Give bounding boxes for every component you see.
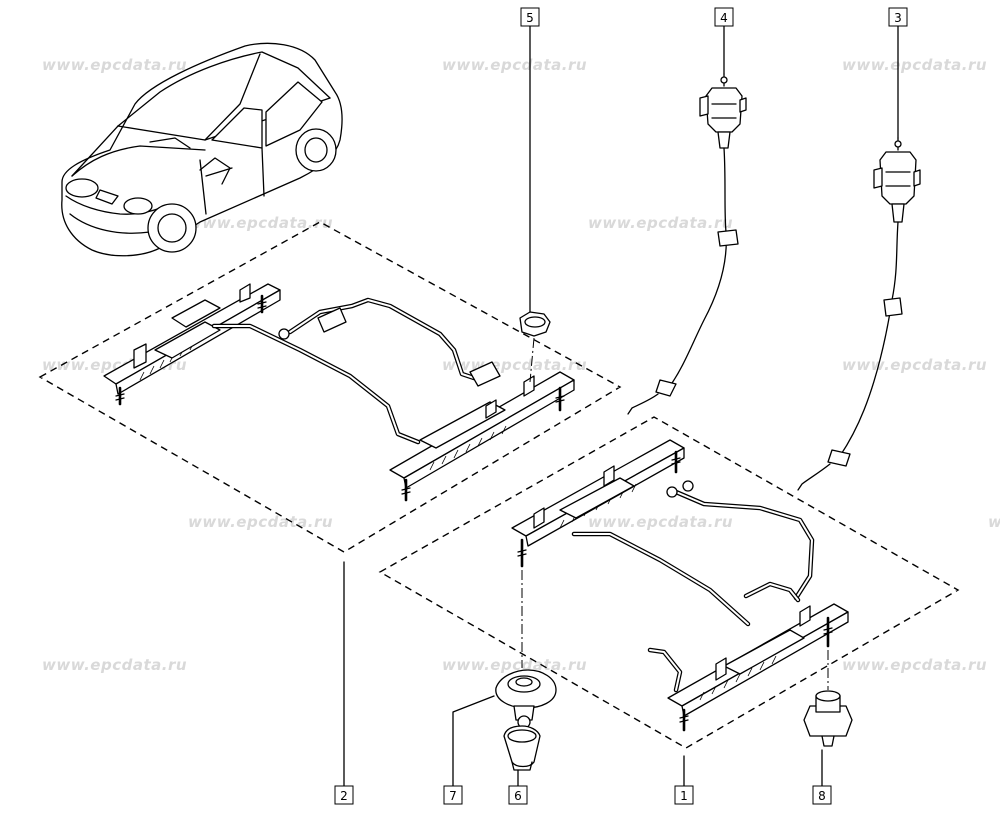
watermark-text: www.epcdata.ru xyxy=(442,356,587,374)
watermark-text: www.epcdata.ru xyxy=(442,656,587,674)
part-6-bush xyxy=(503,725,541,771)
callout-label: 1 xyxy=(680,789,688,803)
watermark-text: www.epcdata.ru xyxy=(842,56,987,74)
watermark-text: www.epcdata.ru xyxy=(42,56,187,74)
leader-lines xyxy=(343,25,899,787)
cable-3 xyxy=(797,137,921,491)
part-8-mount xyxy=(803,650,853,747)
watermark-text: www.epcdata.ru xyxy=(588,214,733,232)
callout-3: 3 xyxy=(888,7,908,27)
seat-frame-right xyxy=(511,439,849,732)
part-5-grommet xyxy=(519,311,551,383)
callout-5: 5 xyxy=(520,7,540,27)
watermark-text: www.epcdata.ru xyxy=(842,656,987,674)
car-illustration xyxy=(61,42,343,257)
callout-label: 5 xyxy=(526,11,534,25)
callout-1: 1 xyxy=(674,785,694,805)
watermark-text: www.epcdata.ru xyxy=(188,214,333,232)
watermark-text: www.epcdata.ru xyxy=(988,513,1000,531)
watermark-text: www.epcdata.ru xyxy=(42,656,187,674)
callout-7: 7 xyxy=(443,785,463,805)
callout-label: 6 xyxy=(514,789,522,803)
callout-6: 6 xyxy=(508,785,528,805)
watermark-text: www.epcdata.ru xyxy=(842,356,987,374)
callout-8: 8 xyxy=(812,785,832,805)
part-7-mount xyxy=(495,570,557,729)
seat-frame-left xyxy=(103,283,575,502)
watermark-text: www.epcdata.ru xyxy=(442,56,587,74)
watermark-text: www.epcdata.ru xyxy=(188,513,333,531)
callout-label: 4 xyxy=(720,11,728,25)
callout-4: 4 xyxy=(714,7,734,27)
callout-2: 2 xyxy=(334,785,354,805)
cable-4 xyxy=(627,73,747,415)
installation-outlines xyxy=(38,221,960,749)
callout-label: 8 xyxy=(818,789,826,803)
callout-label: 7 xyxy=(449,789,457,803)
callout-label: 3 xyxy=(894,11,902,25)
callout-label: 2 xyxy=(340,789,348,803)
watermark-text: www.epcdata.ru xyxy=(588,513,733,531)
